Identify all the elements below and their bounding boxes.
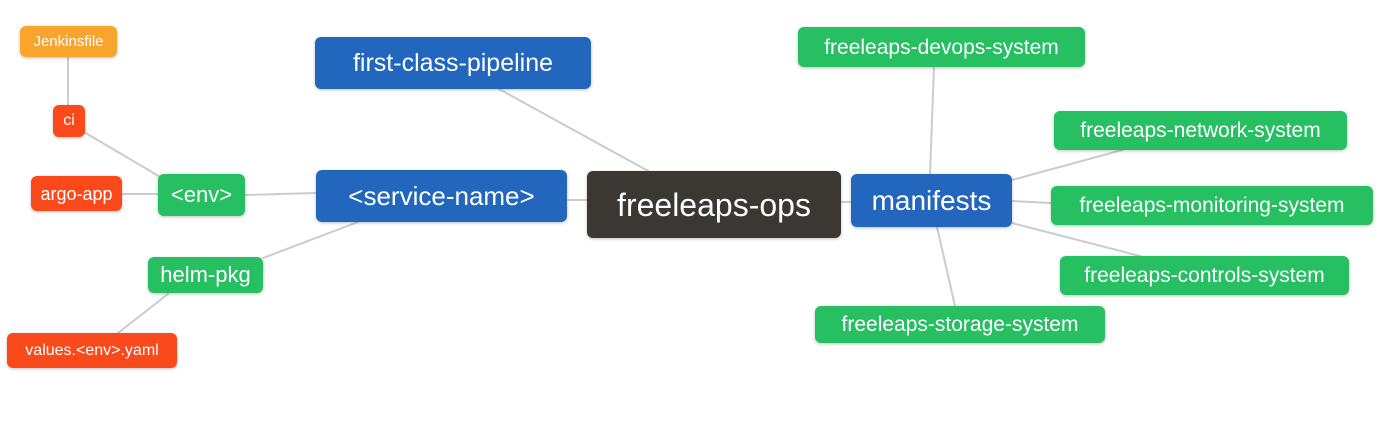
node-argo-app[interactable]: argo-app: [31, 176, 122, 211]
edge-first-class-pipeline-to-freeleaps-ops: [498, 88, 651, 173]
edge-manifests-to-storage-system: [936, 226, 956, 307]
edge-values-env-yaml-to-helm-pkg: [117, 293, 169, 334]
node-jenkinsfile[interactable]: Jenkinsfile: [20, 26, 117, 57]
node-controls-system[interactable]: freeleaps-controls-system: [1060, 256, 1349, 295]
node-devops-system[interactable]: freeleaps-devops-system: [798, 27, 1085, 67]
node-manifests[interactable]: manifests: [851, 174, 1012, 227]
edge-manifests-to-monitoring-system: [1011, 200, 1052, 204]
node-values-env-yaml[interactable]: values.<env>.yaml: [7, 333, 177, 368]
edge-manifests-to-controls-system: [1011, 222, 1141, 257]
edge-helm-pkg-to-service-name: [262, 221, 359, 259]
node-env[interactable]: <env>: [158, 174, 245, 216]
edge-env-to-service-name: [244, 192, 317, 196]
node-freeleaps-ops[interactable]: freeleaps-ops: [587, 171, 841, 238]
node-helm-pkg[interactable]: helm-pkg: [148, 257, 263, 293]
edge-manifests-to-network-system: [1011, 149, 1123, 181]
node-monitoring-system[interactable]: freeleaps-monitoring-system: [1051, 186, 1373, 225]
edge-ci-to-env: [83, 131, 163, 179]
node-network-system[interactable]: freeleaps-network-system: [1054, 111, 1347, 150]
node-service-name[interactable]: <service-name>: [316, 170, 567, 222]
edge-devops-system-to-manifests: [929, 66, 935, 175]
node-storage-system[interactable]: freeleaps-storage-system: [815, 306, 1105, 343]
node-first-class-pipeline[interactable]: first-class-pipeline: [315, 37, 591, 89]
node-ci[interactable]: ci: [53, 105, 85, 137]
